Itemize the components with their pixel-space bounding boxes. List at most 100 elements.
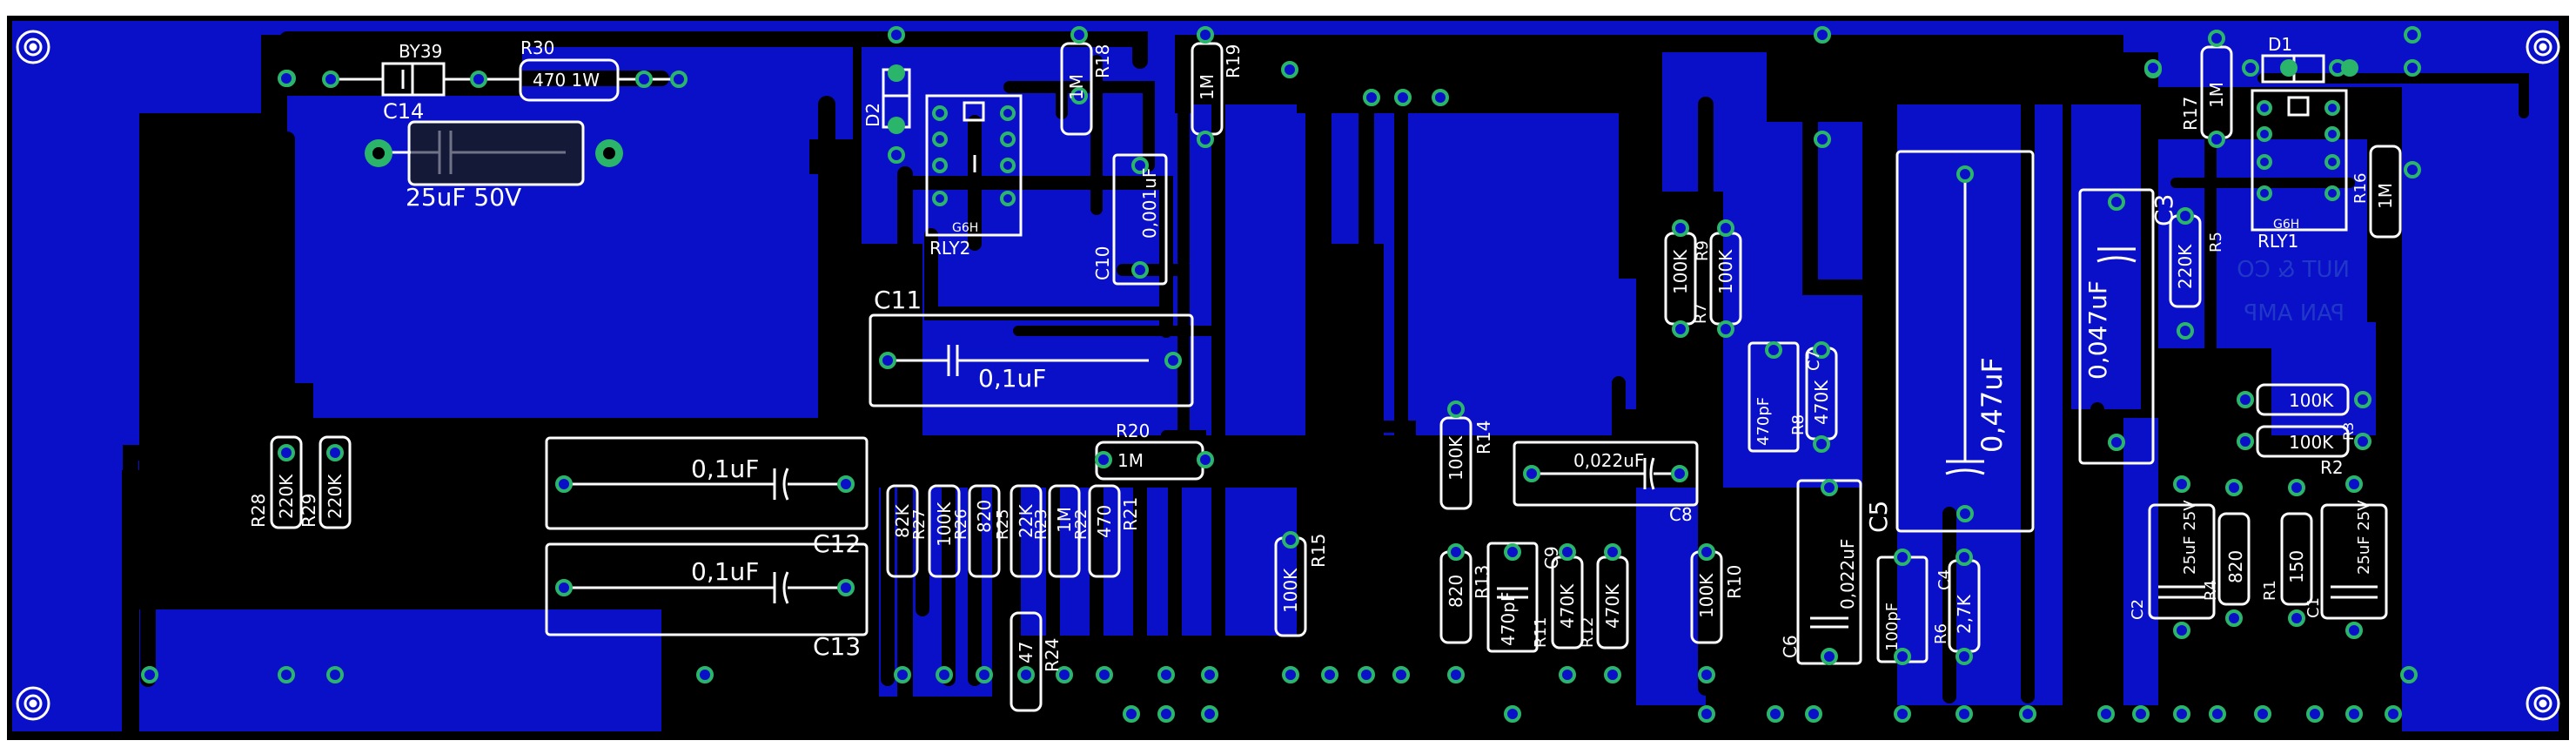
label-r4: R4 [2202, 580, 2220, 601]
value-c9: 470pF [1498, 592, 1519, 646]
value-c10: 0,001uF [1139, 168, 1160, 239]
label-c6: C6 [1780, 635, 1801, 658]
value-r15: 100K [1280, 568, 1301, 613]
value-r29: 220K [325, 474, 345, 519]
value-c3: 0,047uF [2083, 280, 2112, 380]
capacitor-c3-outline [2078, 188, 2155, 465]
value-c5: 0,47uF [1976, 357, 2009, 453]
label-c11: C11 [874, 286, 922, 314]
label-r8: R8 [1789, 414, 1808, 435]
value-r18: 1M [1066, 74, 1087, 100]
value-r22: 1M [1054, 507, 1075, 533]
label-r18: R18 [1092, 44, 1113, 78]
value-c4: 100pF [1883, 603, 1902, 651]
capacitor-c11-outline [869, 313, 1194, 407]
label-c9: C9 [1541, 546, 1562, 569]
value-r7: 100K [1670, 249, 1691, 294]
value-c2: 25uF 25V [2181, 500, 2199, 575]
capacitor-c5-outline [1895, 150, 2035, 533]
value-r9: 100K [1715, 249, 1736, 294]
value-r17: 1M [2206, 82, 2227, 108]
label-rly2: RLY2 [929, 238, 970, 259]
label-r6: R6 [1932, 623, 1950, 644]
label-rly1: RLY1 [2257, 231, 2298, 252]
value-c6: 0,022uF [1837, 539, 1858, 609]
capacitor-c12-outline [545, 436, 869, 530]
resistor-r28-body [270, 435, 303, 529]
value-r10: 100K [1696, 573, 1717, 618]
value-c11: 0,1uF [978, 364, 1046, 393]
label-r10: R10 [1724, 565, 1745, 599]
brand-line-2: PAN AMP [2244, 300, 2345, 327]
label-r9: R9 [1694, 240, 1712, 261]
label-r14: R14 [1473, 421, 1494, 454]
value-c12: 0,1uF [691, 454, 759, 483]
label-c5: C5 [1864, 501, 1893, 533]
label-r3: R3 [2340, 422, 2357, 441]
value-r28: 220K [276, 474, 297, 519]
label-r11: R11 [1532, 617, 1550, 648]
relay-rly1-outline [2251, 89, 2348, 232]
label-g6h-b: G6H [2273, 218, 2299, 232]
label-r7: R7 [1692, 303, 1710, 324]
value-r1: 150 [2286, 550, 2307, 583]
resistor-r16-body [2369, 145, 2402, 239]
label-r1: R1 [2261, 580, 2279, 601]
value-r20: 1M [1117, 450, 1144, 471]
label-c3: C3 [2150, 194, 2178, 226]
resistor-r28b-body [886, 484, 919, 578]
pads [141, 26, 2421, 723]
label-r5: R5 [2207, 232, 2225, 252]
mounting-hole-top-right [2526, 30, 2560, 64]
value-r27: 100K [934, 502, 955, 547]
resistor-r27-body [928, 484, 961, 578]
label-r21: R21 [1120, 497, 1141, 531]
label-r25: R25 [994, 509, 1012, 540]
capacitor-c13-outline [545, 542, 869, 636]
resistor-r4-body [2217, 512, 2251, 606]
resistor-r2-body [2256, 425, 2350, 458]
label-r29: R29 [299, 494, 319, 528]
label-r17: R17 [2180, 97, 2201, 131]
value-r16: 1M [2375, 183, 2396, 209]
resistor-r25-body [1010, 484, 1043, 578]
label-d2: D2 [862, 103, 883, 127]
brand-line-1: NUT & CO [2237, 257, 2350, 283]
value-r30: 470 1W [533, 70, 600, 91]
value-r13: 820 [1446, 575, 1466, 608]
value-r12: 470K [1602, 583, 1623, 629]
value-r6: 2,7K [1954, 594, 1975, 634]
label-r22: R22 [1072, 509, 1090, 540]
value-r5: 220K [2175, 244, 2196, 289]
label-by39: BY39 [399, 41, 442, 62]
value-r2: 100K [2289, 432, 2334, 453]
resistor-r22-body [1048, 484, 1081, 578]
value-r3: 100K [2289, 390, 2334, 411]
label-c10: C10 [1092, 246, 1113, 280]
value-c1: 25uF 25V [2355, 500, 2373, 575]
label-r16: R16 [2351, 173, 2370, 204]
mounting-holes [16, 30, 2560, 721]
label-r15: R15 [1308, 534, 1329, 568]
capacitor-c8-outline [1513, 441, 1699, 507]
label-r26: R26 [952, 509, 970, 540]
capacitor-c1-body [2320, 503, 2388, 620]
label-r12: R12 [1579, 617, 1597, 648]
resistor-r21-body [1088, 484, 1121, 578]
label-r19: R19 [1223, 44, 1244, 78]
label-c14: C14 [383, 99, 424, 124]
value-r8: 470K [1811, 380, 1832, 425]
label-r2: R2 [2320, 457, 2344, 478]
value-r28b: 82K [892, 504, 913, 538]
value-r19: 1M [1197, 74, 1218, 100]
value-r25: 22K [1016, 504, 1036, 538]
label-c13: C13 [813, 632, 861, 661]
resistor-r3-body [2256, 383, 2350, 416]
label-r24: R24 [1042, 638, 1063, 672]
label-c12: C12 [813, 529, 861, 558]
value-r26: 820 [974, 500, 995, 533]
value-r4: 820 [2225, 550, 2246, 583]
resistor-r24-body [1010, 611, 1043, 712]
label-r13: R13 [1472, 565, 1493, 599]
label-c4: C4 [1935, 569, 1954, 590]
